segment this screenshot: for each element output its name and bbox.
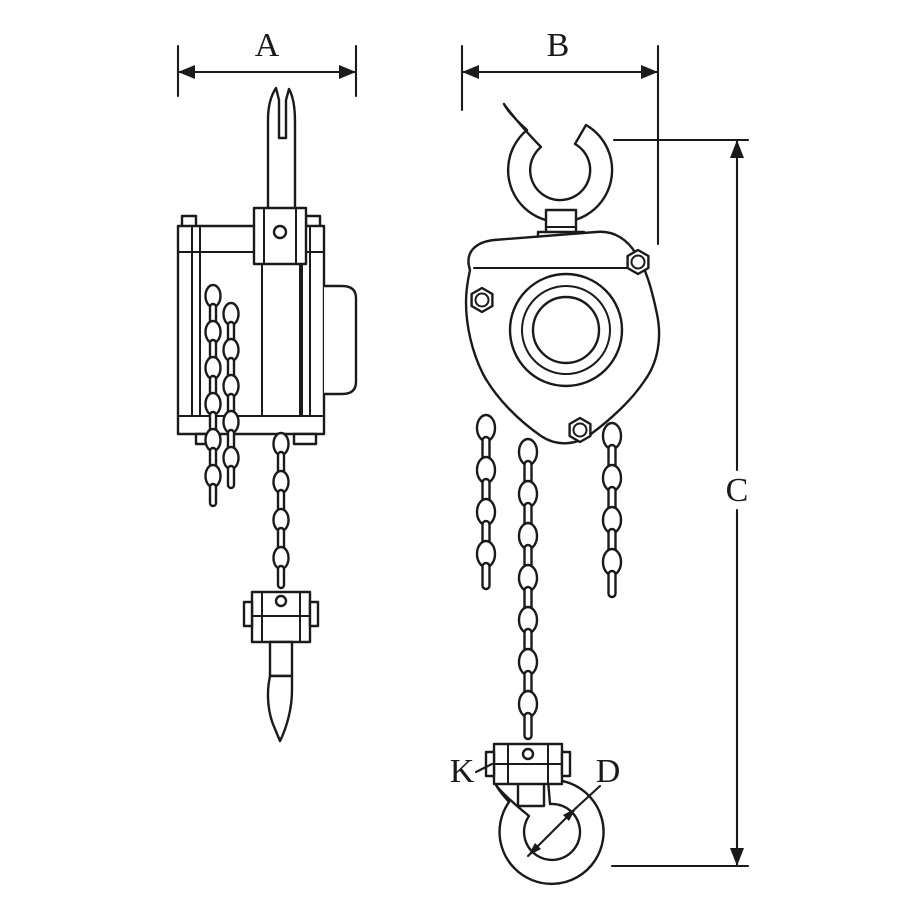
- hub-ring-circle: [521, 285, 611, 375]
- top-hook-side-profile: [266, 86, 297, 217]
- dim-d-leader: [574, 784, 602, 810]
- dimension-c: C: [610, 138, 750, 868]
- dimension-b-label: B: [547, 27, 570, 64]
- dim-d-arrow-lower: [528, 843, 541, 856]
- dimension-a: A: [176, 27, 358, 98]
- dimension-d-label: D: [596, 753, 621, 790]
- dim-b-arrow-right: [641, 65, 658, 79]
- bottom-hook-shank-side: [268, 640, 294, 678]
- dim-c-arrow-top: [730, 140, 744, 158]
- clevis-pin: [272, 224, 288, 240]
- hex-bolt-bottom: [568, 416, 592, 444]
- load-chain-side: [272, 431, 290, 590]
- dimension-k-label: K: [450, 753, 475, 790]
- chain-fall-right: [601, 421, 623, 599]
- handwheel-cover: [324, 284, 358, 396]
- top-hook-front: [502, 102, 614, 224]
- dim-d-arrow-upper: [563, 808, 576, 821]
- bottom-block-ear-left: [242, 600, 254, 628]
- hex-bolt-upper-right: [626, 248, 650, 276]
- dim-b-arrow-left: [462, 65, 479, 79]
- dimension-b: B: [460, 27, 660, 246]
- dim-k-leader: [474, 762, 494, 774]
- dimension-a-label: A: [255, 27, 280, 64]
- dimension-d: D: [526, 753, 621, 858]
- bottom-hook-front: [494, 778, 605, 886]
- dimension-k: K: [450, 753, 494, 790]
- body-foot-right: [292, 432, 318, 446]
- dim-c-arrow-bottom: [730, 848, 744, 866]
- hub-bore-circle: [531, 295, 601, 365]
- dimension-c-label: C: [726, 472, 749, 509]
- dim-a-arrow-left: [178, 65, 195, 79]
- hex-bolt-upper-left: [470, 286, 494, 314]
- dim-a-arrow-right: [339, 65, 356, 79]
- side-view-drawing: [176, 86, 358, 743]
- chain-fall-left: [475, 413, 497, 591]
- bottom-hook-blade-side: [266, 674, 294, 743]
- bottom-block-ear-right: [308, 600, 320, 628]
- bottom-block-front-pin: [521, 747, 535, 761]
- chain-fall-middle: [517, 437, 539, 615]
- load-chain-front: [517, 605, 539, 741]
- bottom-block-pin: [274, 594, 288, 608]
- bottom-block-front-ear-right: [560, 750, 572, 778]
- front-view-drawing: [464, 102, 661, 886]
